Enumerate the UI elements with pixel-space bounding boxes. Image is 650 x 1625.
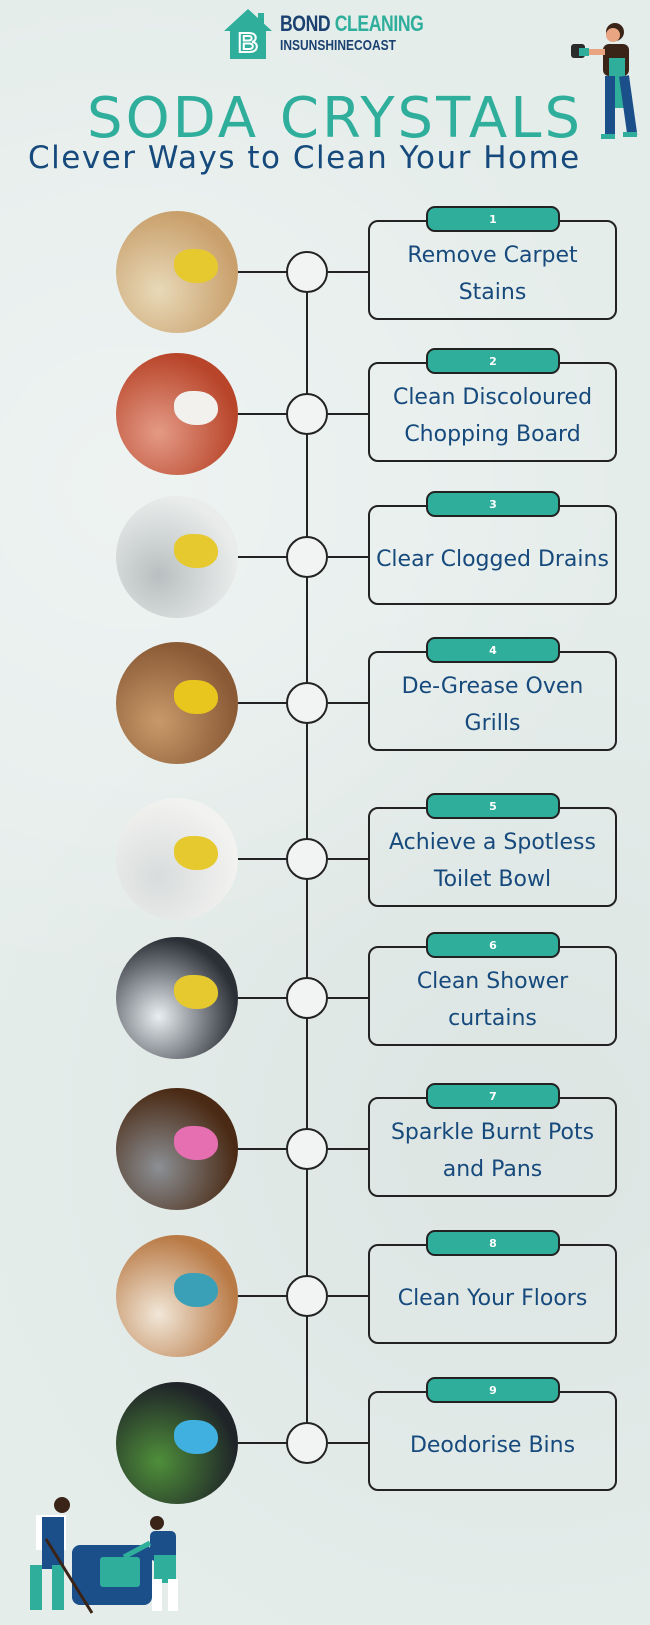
- tip-card: Clean Discoloured Chopping Board: [368, 362, 617, 462]
- connector-right: [328, 1295, 370, 1297]
- timeline-node: [286, 536, 328, 578]
- toilet-bowl-photo: [116, 798, 238, 920]
- tip-number: 1: [489, 212, 497, 226]
- timeline-node: [286, 838, 328, 880]
- tip-number: 7: [489, 1089, 497, 1103]
- brand-name-part2: CLEANING: [334, 11, 424, 36]
- tip-label: Deodorise Bins: [409, 1432, 576, 1458]
- chopping-board-photo: [116, 353, 238, 475]
- tip-number-badge: 4: [426, 637, 560, 663]
- tip-number-badge: 5: [426, 793, 560, 819]
- page-subtitle: Clever Ways to Clean Your Home: [28, 140, 581, 176]
- tip-number: 3: [489, 497, 497, 511]
- tip-number: 6: [489, 938, 497, 952]
- tip-label: Clean Discoloured Chopping Board: [392, 385, 593, 447]
- timeline-node: [286, 1422, 328, 1464]
- connector-right: [328, 1442, 370, 1444]
- brand-tagline: INSUNSHINECOAST: [280, 37, 397, 54]
- glove-icon: [174, 1273, 218, 1307]
- tip-number-badge: 9: [426, 1377, 560, 1403]
- tip-number-badge: 6: [426, 932, 560, 958]
- tip-label: Clean Your Floors: [397, 1285, 588, 1311]
- connector-left: [238, 858, 288, 860]
- tip-card: Sparkle Burnt Pots and Pans: [368, 1097, 617, 1197]
- timeline-node: [286, 977, 328, 1019]
- brand-logo: B BOND CLEANING INSUNSHINECOAST: [222, 6, 459, 60]
- tip-card: Remove Carpet Stains: [368, 220, 617, 320]
- timeline-node: [286, 1128, 328, 1170]
- tip-number-badge: 2: [426, 348, 560, 374]
- timeline-node: [286, 251, 328, 293]
- connector-right: [328, 997, 370, 999]
- tip-number-badge: 1: [426, 206, 560, 232]
- connector-right: [328, 1148, 370, 1150]
- connector-left: [238, 1442, 288, 1444]
- tip-card: Achieve a Spotless Toilet Bowl: [368, 807, 617, 907]
- connector-right: [328, 556, 370, 558]
- tip-card: Clean Shower curtains: [368, 946, 617, 1046]
- tip-number-badge: 3: [426, 491, 560, 517]
- glove-icon: [174, 534, 218, 568]
- tip-card: Clear Clogged Drains: [368, 505, 617, 605]
- connector-left: [238, 1295, 288, 1297]
- page-title: SODA CRYSTALS: [87, 86, 583, 151]
- glove-icon: [174, 836, 218, 870]
- glove-icon: [174, 1420, 218, 1454]
- glove-icon: [174, 249, 218, 283]
- cleaner-woman-illustration: [571, 23, 638, 139]
- svg-text:B: B: [238, 27, 258, 58]
- connector-right: [328, 702, 370, 704]
- tip-number: 8: [489, 1236, 497, 1250]
- timeline-node: [286, 1275, 328, 1317]
- tip-number-badge: 7: [426, 1083, 560, 1109]
- connector-right: [328, 271, 370, 273]
- glove-icon: [174, 680, 218, 714]
- burnt-pot-photo: [116, 1088, 238, 1210]
- tip-label: Clear Clogged Drains: [376, 546, 609, 572]
- cleaning-team-illustration: [30, 1497, 178, 1614]
- connector-left: [238, 702, 288, 704]
- carpet-scrubbing-photo: [116, 211, 238, 333]
- shower-curtain-photo: [116, 937, 238, 1059]
- glove-icon: [174, 975, 218, 1009]
- tip-card: Clean Your Floors: [368, 1244, 617, 1344]
- connector-left: [238, 413, 288, 415]
- connector-left: [238, 1148, 288, 1150]
- connector-left: [238, 997, 288, 999]
- tip-number: 2: [489, 354, 497, 368]
- connector-right: [328, 413, 370, 415]
- oven-grill-photo: [116, 642, 238, 764]
- timeline-node: [286, 393, 328, 435]
- connector-left: [238, 271, 288, 273]
- tip-label: Remove Carpet Stains: [407, 243, 578, 305]
- tip-number-badge: 8: [426, 1230, 560, 1256]
- timeline-node: [286, 682, 328, 724]
- tip-card: Deodorise Bins: [368, 1391, 617, 1491]
- tip-label: Clean Shower curtains: [416, 969, 569, 1031]
- tip-label: Sparkle Burnt Pots and Pans: [390, 1120, 595, 1182]
- tip-number: 4: [489, 643, 497, 657]
- tip-label: De-Grease Oven Grills: [401, 674, 584, 736]
- tip-number: 9: [489, 1383, 497, 1397]
- floor-mopping-photo: [116, 1235, 238, 1357]
- house-logo-icon: B: [222, 7, 274, 59]
- brand-name-part1: BOND: [280, 11, 331, 36]
- tip-label: Achieve a Spotless Toilet Bowl: [389, 830, 596, 892]
- glove-icon: [174, 391, 218, 425]
- tip-number: 5: [489, 799, 497, 813]
- sink-drain-photo: [116, 496, 238, 618]
- connector-left: [238, 556, 288, 558]
- glove-icon: [174, 1126, 218, 1160]
- connector-right: [328, 858, 370, 860]
- tip-card: De-Grease Oven Grills: [368, 651, 617, 751]
- wheelie-bins-photo: [116, 1382, 238, 1504]
